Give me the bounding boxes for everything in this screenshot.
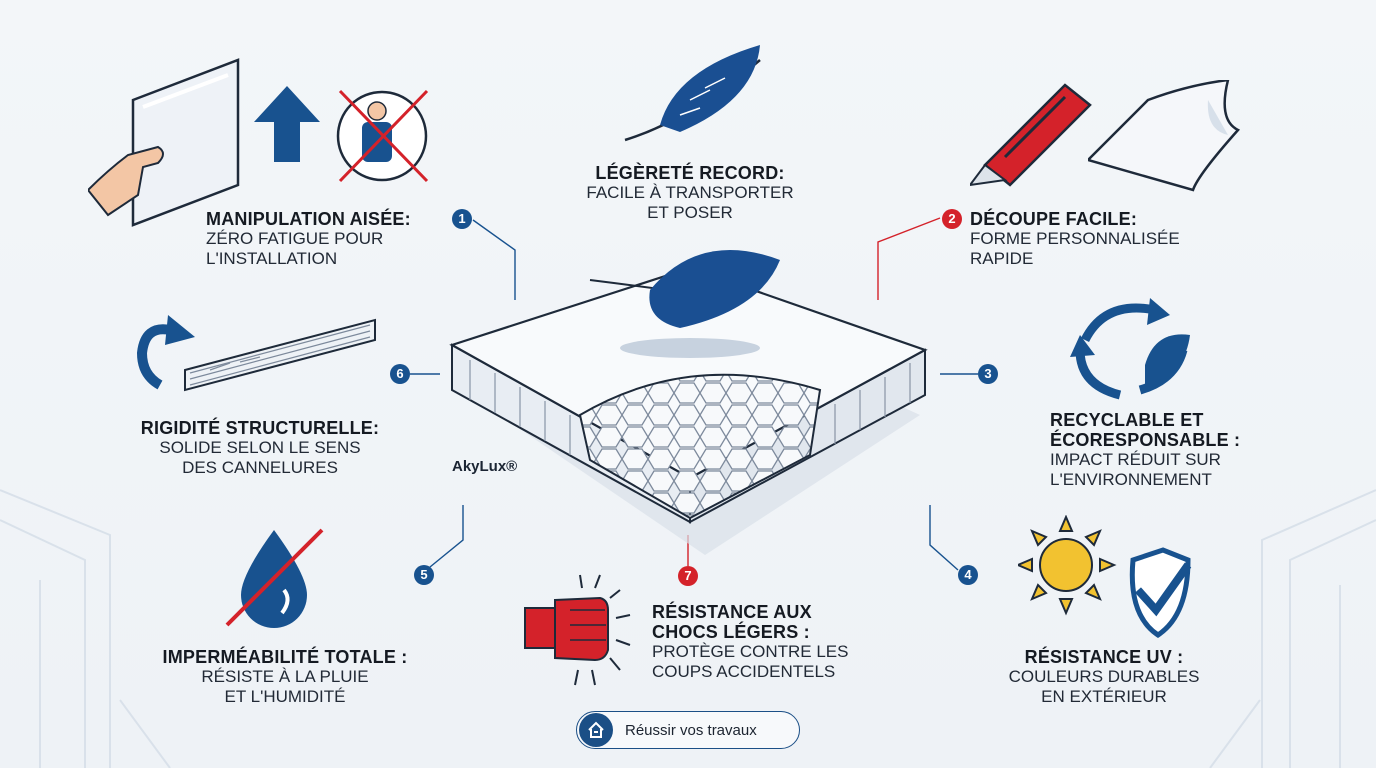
arrow-up-icon <box>254 86 320 162</box>
badge-7: 7 <box>678 566 698 586</box>
feature-title: MANIPULATION AISÉE: <box>206 209 411 229</box>
fist-impact-icon <box>524 574 631 686</box>
feature-desc-line: SOLIDE SELON LE SENS <box>159 438 361 457</box>
feature-title: IMPERMÉABILITÉ TOTALE : <box>162 647 408 667</box>
feature-desc-line: L'ENVIRONNEMENT <box>1050 470 1212 489</box>
feature-desc-line: PROTÈGE CONTRE LES <box>652 642 849 661</box>
feature-waterproof: IMPERMÉABILITÉ TOTALE : RÉSISTE À LA PLU… <box>140 647 430 707</box>
cta-button[interactable]: Réussir vos travaux <box>576 711 800 749</box>
corrugated-sheet-icon <box>136 315 376 392</box>
feature-handling: MANIPULATION AISÉE: ZÉRO FATIGUE POUR L'… <box>206 209 466 269</box>
feature-title: RÉSISTANCE UV : <box>1024 647 1184 667</box>
feature-uv: RÉSISTANCE UV : COULEURS DURABLES EN EXT… <box>984 647 1224 707</box>
brand-label: AkyLux® <box>452 458 518 475</box>
feature-rigidity: RIGIDITÉ STRUCTURELLE: SOLIDE SELON LE S… <box>120 418 400 478</box>
feature-title: CHOCS LÉGERS : <box>652 622 810 642</box>
badge-3: 3 <box>978 364 998 384</box>
honeycomb-panel-illustration <box>449 250 928 555</box>
badge-1: 1 <box>452 209 472 229</box>
cutter-knife-icon <box>970 83 1092 187</box>
feather-icon <box>624 45 761 142</box>
feature-desc-line: EN EXTÉRIEUR <box>1041 687 1167 706</box>
feature-desc-line: IMPACT RÉDUIT SUR <box>1050 450 1221 469</box>
feature-impact: RÉSISTANCE AUX CHOCS LÉGERS : PROTÈGE CO… <box>652 602 892 682</box>
no-water-drop-icon <box>225 528 324 628</box>
feature-desc-line: L'INSTALLATION <box>206 249 338 268</box>
sun-shield-icon <box>1018 515 1192 639</box>
hand-holding-panel-icon <box>88 58 240 227</box>
feature-recyclable: RECYCLABLE ET ÉCORESPONSABLE : IMPACT RÉ… <box>1050 410 1290 490</box>
badge-5: 5 <box>414 565 434 585</box>
feature-desc-line: ZÉRO FATIGUE POUR <box>206 229 384 248</box>
feature-desc-line: FORME PERSONNALISÉE <box>970 229 1180 248</box>
feature-title: RECYCLABLE ET <box>1050 410 1204 430</box>
cta-label: Réussir vos travaux <box>625 721 757 739</box>
feature-desc-line: FACILE À TRANSPORTER <box>586 183 794 202</box>
feature-desc-line: RÉSISTE À LA PLUIE <box>201 667 369 686</box>
badge-6: 6 <box>390 364 410 384</box>
badge-2: 2 <box>942 209 962 229</box>
feature-title: LÉGÈRETÉ RECORD: <box>595 163 785 183</box>
feature-title: RÉSISTANCE AUX <box>652 602 812 622</box>
feature-lightness: LÉGÈRETÉ RECORD: FACILE À TRANSPORTER ET… <box>560 163 820 223</box>
feature-desc-line: DES CANNELURES <box>182 458 338 477</box>
feature-desc-line: ET POSER <box>647 203 733 222</box>
feature-title: ÉCORESPONSABLE : <box>1050 430 1241 450</box>
home-icon <box>579 713 613 747</box>
feature-title: RIGIDITÉ STRUCTURELLE: <box>140 418 380 438</box>
feature-cutting: DÉCOUPE FACILE: FORME PERSONNALISÉE RAPI… <box>970 209 1230 269</box>
cut-sheet-icon <box>1088 80 1241 192</box>
feature-desc-line: COUPS ACCIDENTELS <box>652 662 836 681</box>
badge-4: 4 <box>958 565 978 585</box>
feature-desc-line: RAPIDE <box>970 249 1034 268</box>
feature-desc-line: COULEURS DURABLES <box>1008 667 1200 686</box>
recycle-leaf-icon <box>1070 298 1190 400</box>
feature-desc-line: ET L'HUMIDITÉ <box>224 687 346 706</box>
no-fatigue-icon <box>336 89 429 183</box>
feature-title: DÉCOUPE FACILE: <box>970 209 1138 229</box>
